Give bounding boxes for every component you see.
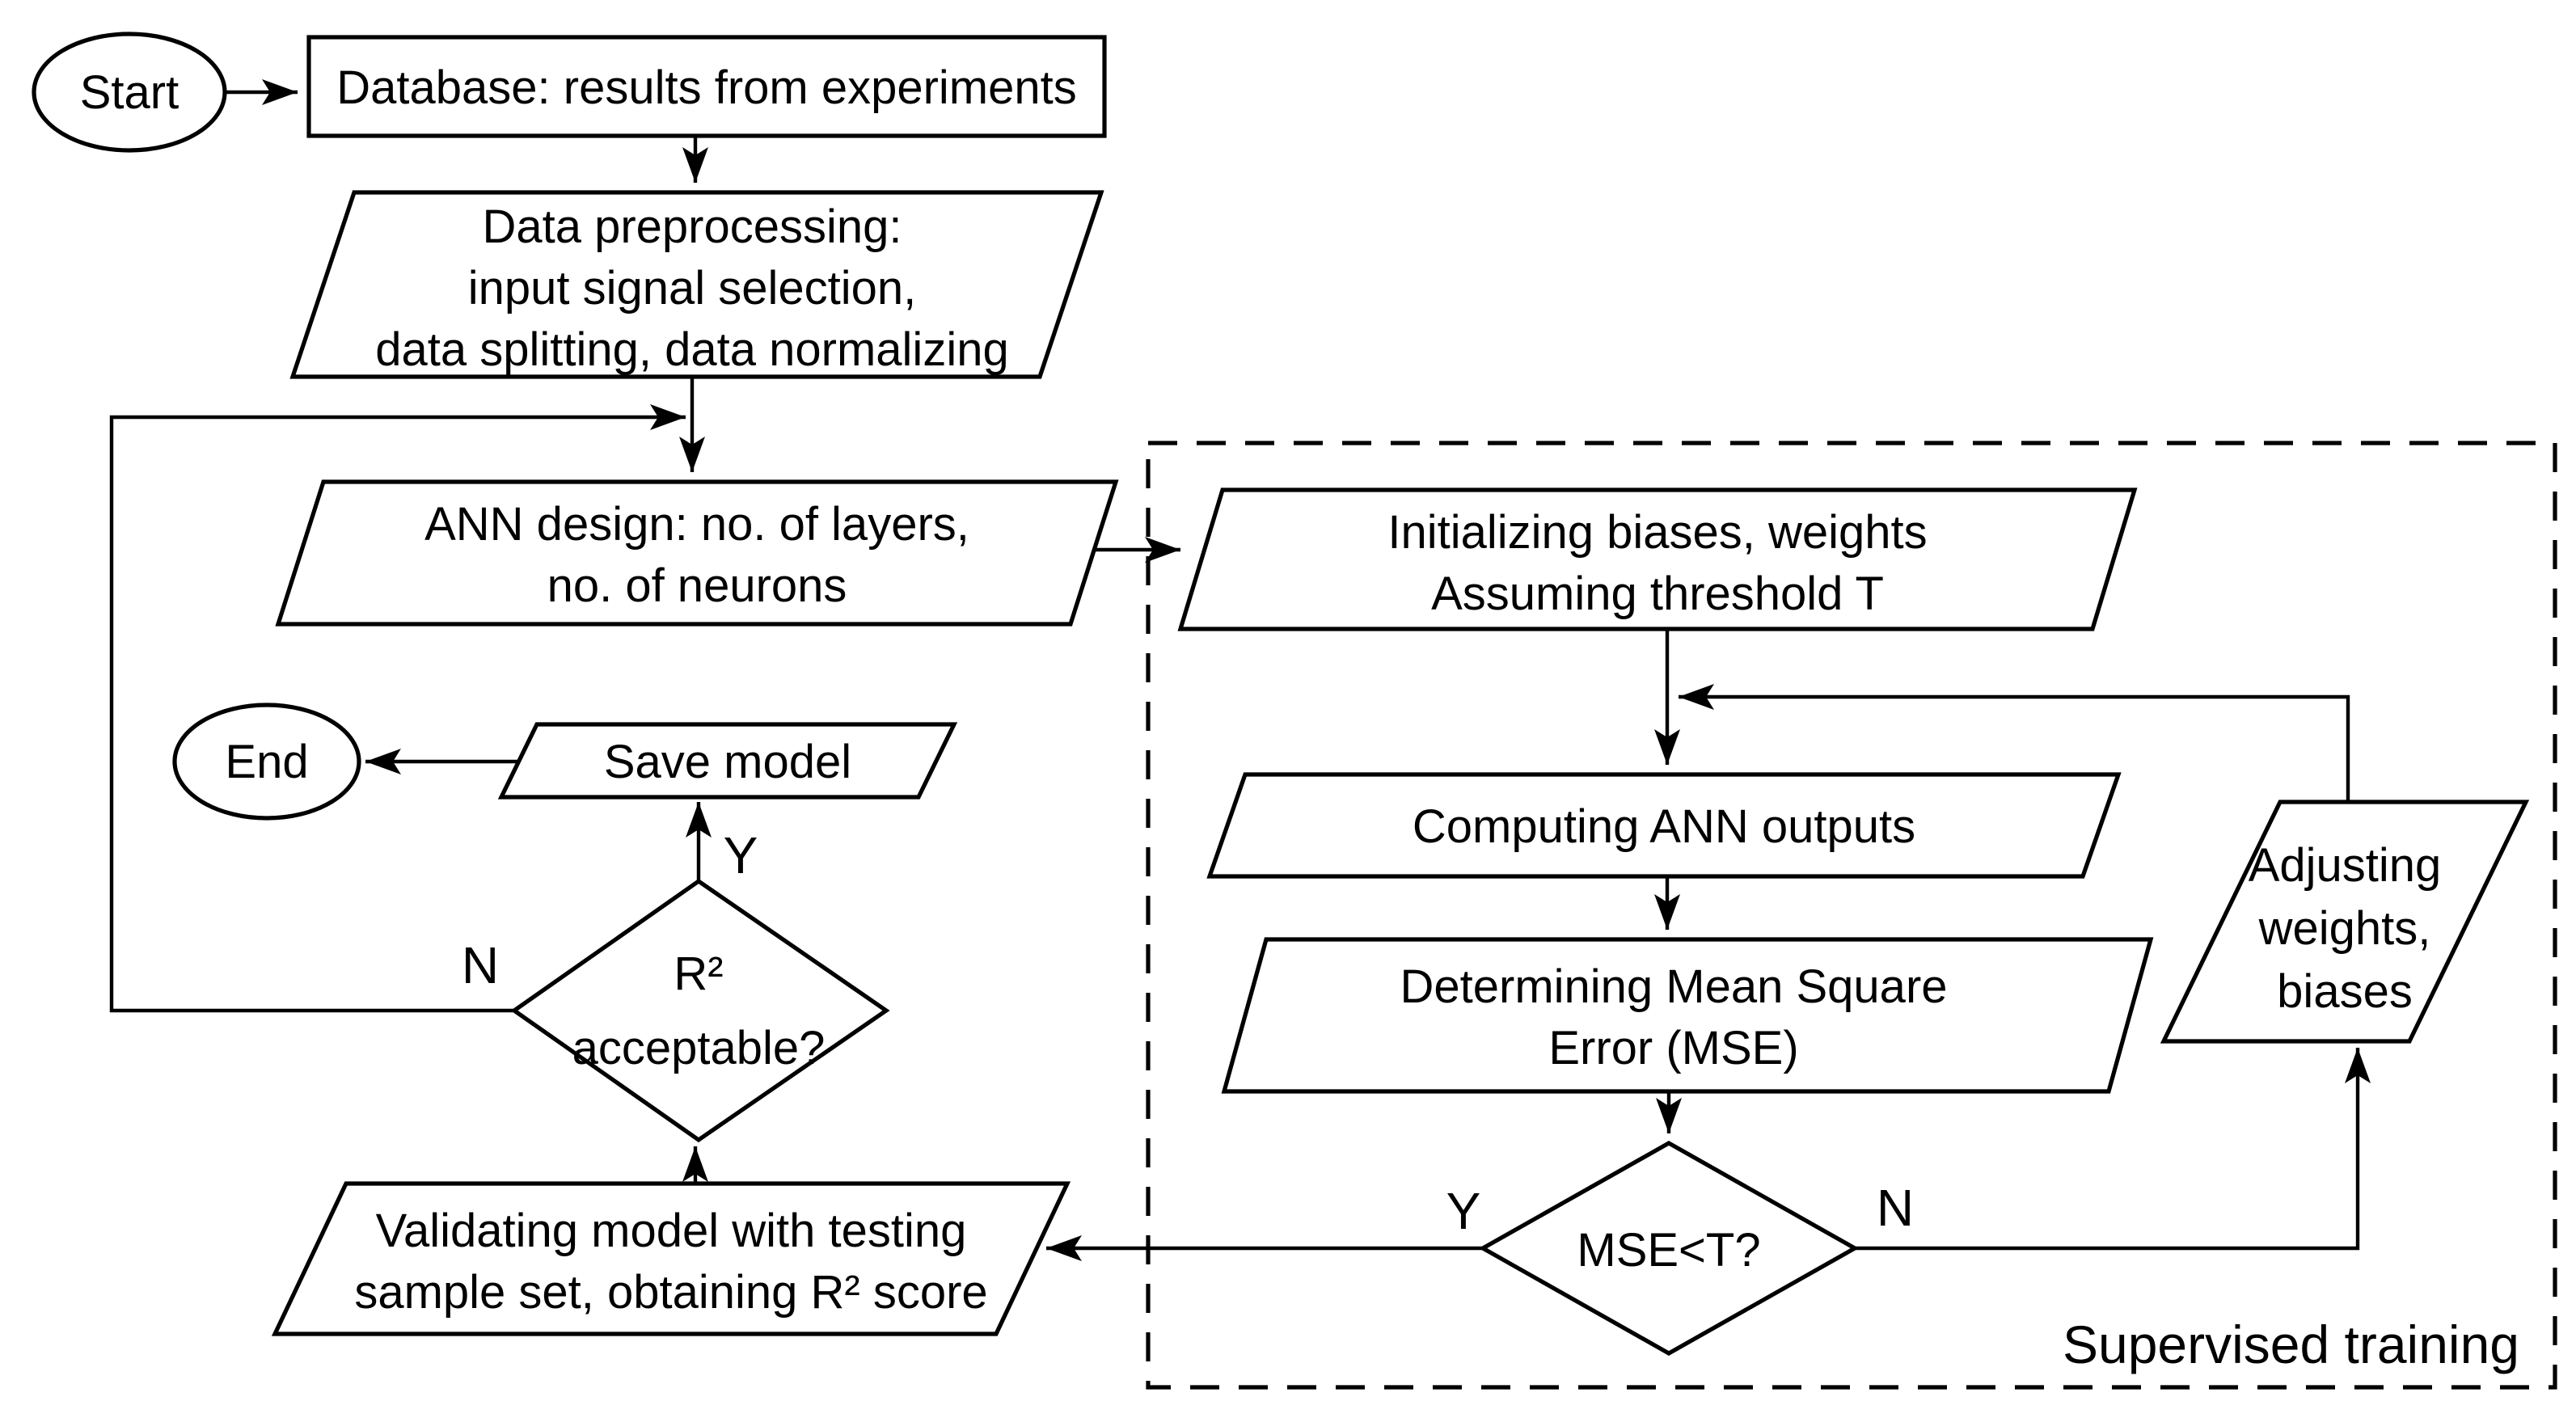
node-computing-outputs: Computing ANN outputs — [1206, 772, 2122, 879]
node-determining-mse: Determining Mean Square Error (MSE) — [1221, 937, 2154, 1094]
computing-outputs-label: Computing ANN outputs — [1413, 800, 1915, 853]
validating-shape — [271, 1181, 1071, 1336]
adjusting-line-3: biases — [2277, 965, 2413, 1018]
ann-design-line-2: no. of neurons — [547, 559, 847, 612]
node-data-preprocessing: Data preprocessing: input signal selecti… — [289, 190, 1104, 379]
r2-yes-label: Y — [724, 826, 758, 884]
save-model-label: Save model — [604, 736, 851, 788]
initializing-line-1: Initializing biases, weights — [1387, 506, 1927, 559]
end-label: End — [225, 736, 308, 788]
end-terminator-shape — [172, 703, 361, 821]
start-label: Start — [80, 66, 179, 119]
mse-yes-label: Y — [1446, 1182, 1481, 1240]
node-end: End — [172, 703, 361, 821]
node-ann-design: ANN design: no. of layers, no. of neuron… — [275, 479, 1119, 627]
node-initializing: Initializing biases, weights Assuming th… — [1177, 487, 2138, 631]
node-mse-decision: MSE<T? — [1478, 1141, 1860, 1356]
initializing-line-2: Assuming threshold T — [1431, 568, 1884, 620]
ann-design-line-1: ANN design: no. of layers, — [424, 498, 969, 551]
node-adjusting: Adjusting weights, biases — [2160, 800, 2530, 1044]
node-save-model: Save model — [497, 722, 958, 800]
adjusting-line-2: weights, — [2258, 902, 2431, 955]
initializing-shape — [1177, 487, 2138, 631]
edge-r2-no-feedback-to-ann-design — [109, 404, 686, 1013]
edge-adjusting-feedback-to-computing — [1679, 684, 2350, 802]
node-start: Start — [32, 32, 227, 153]
mse-decision-shape — [1478, 1141, 1860, 1356]
database-label: Database: results from experiments — [336, 61, 1076, 114]
supervised-training-label: Supervised training — [2063, 1315, 2519, 1374]
data-preprocessing-shape — [289, 190, 1104, 379]
edge-mse-no-to-adjusting — [1855, 1048, 2371, 1251]
determining-mse-line-1: Determining Mean Square — [1400, 960, 1947, 1013]
ann-design-shape — [275, 479, 1119, 627]
database-rect-shape — [306, 35, 1107, 138]
data-preprocessing-line-2: input signal selection, — [468, 262, 917, 314]
computing-outputs-shape — [1206, 772, 2122, 879]
node-database: Database: results from experiments — [306, 35, 1107, 138]
determining-mse-line-2: Error (MSE) — [1548, 1022, 1798, 1074]
supervised-training-box — [1146, 441, 2557, 1390]
r2-no-label: N — [462, 936, 499, 994]
validating-line-1: Validating model with testing — [376, 1205, 967, 1257]
data-preprocessing-line-3: data splitting, data normalizing — [375, 323, 1008, 376]
data-preprocessing-line-1: Data preprocessing: — [482, 200, 902, 253]
mse-no-label: N — [1877, 1179, 1914, 1237]
adjusting-line-1: Adjusting — [2249, 839, 2442, 892]
validating-line-2: sample set, obtaining R² score — [354, 1266, 987, 1319]
node-r2-decision: R² acceptable? — [510, 878, 890, 1143]
r2-decision-line-1: R² — [674, 947, 723, 1000]
save-model-shape — [497, 722, 958, 800]
determining-mse-shape — [1221, 937, 2154, 1094]
adjusting-shape — [2160, 800, 2530, 1044]
node-validating: Validating model with testing sample set… — [271, 1181, 1071, 1336]
r2-decision-line-2: acceptable? — [572, 1022, 826, 1074]
start-terminator-shape — [32, 32, 227, 153]
r2-decision-shape — [510, 878, 890, 1143]
mse-decision-label: MSE<T? — [1577, 1224, 1760, 1277]
